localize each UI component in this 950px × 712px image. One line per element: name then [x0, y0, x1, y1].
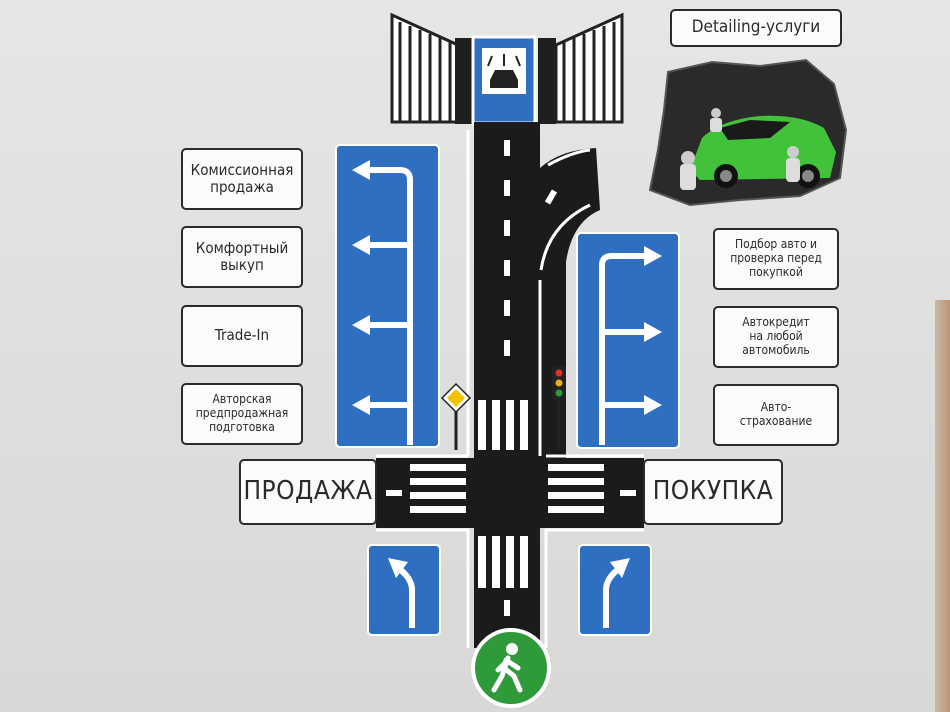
direction-purchase: ПОКУПКА — [643, 459, 783, 525]
service-trade-in: Trade-In — [181, 305, 303, 367]
traffic-light-icon — [552, 366, 566, 450]
car-wash-icon — [471, 35, 537, 125]
direction-sale: ПРОДАЖА — [239, 459, 377, 525]
crosswalk-left — [410, 464, 466, 513]
bottom-left-turn-sign — [367, 544, 441, 636]
gate-icon — [390, 12, 624, 124]
crosswalk-right — [548, 464, 604, 513]
service-car-selection: Подбор авто и проверка перед покупкой — [713, 228, 839, 290]
crosswalk-bottom — [478, 536, 528, 588]
service-presale-prep: Авторская предпродажная подготовка — [181, 383, 303, 445]
detailing-services-label: Detailing-услуги — [670, 9, 842, 47]
left-lane-sign — [335, 144, 440, 448]
pedestrian-icon — [471, 628, 551, 708]
crosswalk-top — [478, 400, 528, 450]
wall-edge — [935, 300, 950, 712]
bottom-right-turn-sign — [578, 544, 652, 636]
service-comfort-buyout: Комфортный выкуп — [181, 226, 303, 288]
service-auto-insurance: Авто- страхование — [713, 384, 839, 446]
priority-road-sign-icon — [440, 382, 472, 450]
detailing-car-illustration — [648, 58, 848, 207]
service-commission-sale: Комиссионная продажа — [181, 148, 303, 210]
service-auto-credit: Автокредит на любой автомобиль — [713, 306, 839, 368]
right-lane-sign — [576, 232, 680, 449]
